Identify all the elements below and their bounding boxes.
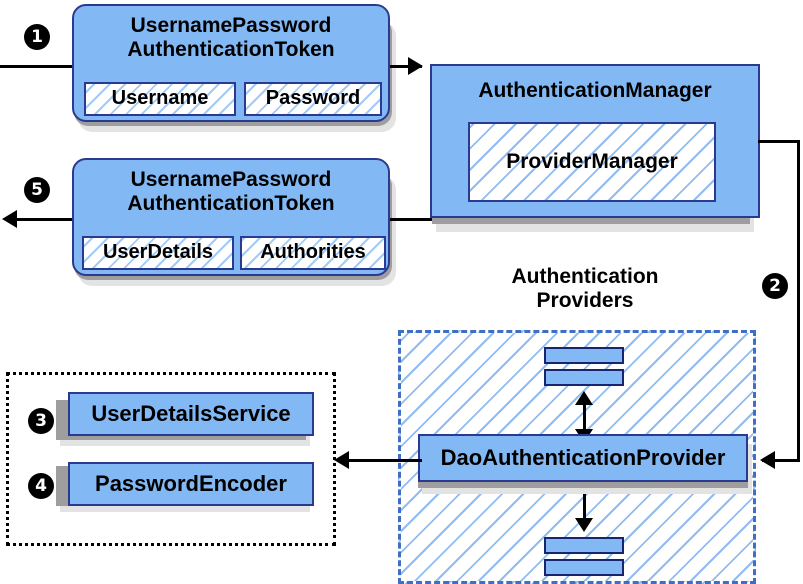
step-5-bullet: 5 xyxy=(24,177,50,203)
field-authorities[interactable]: Authorities xyxy=(240,236,386,270)
provider-link-bottom-line xyxy=(583,488,586,524)
provider-placeholder-bottom-1 xyxy=(544,537,624,554)
step-3-bullet: 3 xyxy=(28,408,54,434)
request-authentication-token[interactable]: UsernamePassword AuthenticationToken Use… xyxy=(72,4,390,122)
step-2-line-top xyxy=(758,140,800,143)
token-to-manager-line xyxy=(390,65,422,68)
passwordencoder[interactable]: PasswordEncoder xyxy=(68,462,314,506)
token-to-manager-arrowhead xyxy=(408,57,423,75)
step-2-bullet: 2 xyxy=(762,273,788,299)
field-password-label: Password xyxy=(265,87,361,110)
request-token-title: UsernamePassword AuthenticationToken xyxy=(74,14,388,61)
response-token-title-line2: AuthenticationToken xyxy=(127,191,335,215)
providers-caption-line1: Authentication xyxy=(511,265,659,288)
response-token-title: UsernamePassword AuthenticationToken xyxy=(74,168,388,215)
field-username[interactable]: Username xyxy=(84,82,236,116)
provider-link-bottom-arrow-down xyxy=(575,518,593,532)
response-token-title-line1: UsernamePassword xyxy=(130,168,332,191)
step-2-line-vertical xyxy=(797,140,800,460)
step-2-line-bottom xyxy=(762,459,800,462)
provider-placeholder-top-2 xyxy=(544,369,624,386)
inbound-request-line xyxy=(0,65,72,68)
passwordencoder-label: PasswordEncoder xyxy=(95,471,287,497)
providers-caption-line2: Providers xyxy=(536,288,634,312)
dao-authentication-provider[interactable]: DaoAuthenticationProvider xyxy=(418,434,748,482)
provider-manager[interactable]: ProviderManager xyxy=(468,122,716,202)
response-outbound-line xyxy=(16,218,74,221)
step-1-bullet: 1 xyxy=(24,24,50,50)
field-userdetails-label: UserDetails xyxy=(102,241,214,264)
provider-manager-label: ProviderManager xyxy=(506,149,678,173)
field-userdetails[interactable]: UserDetails xyxy=(82,236,234,270)
field-username-label: Username xyxy=(111,87,209,110)
userdetailsservice[interactable]: UserDetailsService xyxy=(68,392,314,436)
field-password[interactable]: Password xyxy=(244,82,382,116)
provider-placeholder-top-1 xyxy=(544,347,624,364)
field-authorities-label: Authorities xyxy=(260,241,366,264)
request-token-title-line1: UsernamePassword xyxy=(130,14,332,37)
provider-link-top-line xyxy=(583,399,586,435)
dao-to-collaborators-line xyxy=(346,459,422,462)
request-token-title-line2: AuthenticationToken xyxy=(127,37,335,61)
dao-to-collaborators-arrowhead xyxy=(334,451,349,469)
step-4-bullet: 4 xyxy=(28,473,54,499)
dao-authentication-provider-label: DaoAuthenticationProvider xyxy=(440,445,726,471)
response-authentication-token[interactable]: UsernamePassword AuthenticationToken Use… xyxy=(72,158,390,276)
step-2-arrowhead xyxy=(760,451,775,469)
authentication-manager[interactable]: AuthenticationManager ProviderManager xyxy=(430,64,760,218)
manager-to-response-line xyxy=(390,218,432,221)
response-arrowhead xyxy=(2,210,17,228)
provider-placeholder-bottom-2 xyxy=(544,559,624,576)
provider-link-top-arrow-up xyxy=(575,391,593,405)
authentication-manager-title: AuthenticationManager xyxy=(478,79,712,102)
authentication-providers-caption: Authentication Providers xyxy=(470,265,700,312)
userdetailsservice-label: UserDetailsService xyxy=(91,401,291,427)
